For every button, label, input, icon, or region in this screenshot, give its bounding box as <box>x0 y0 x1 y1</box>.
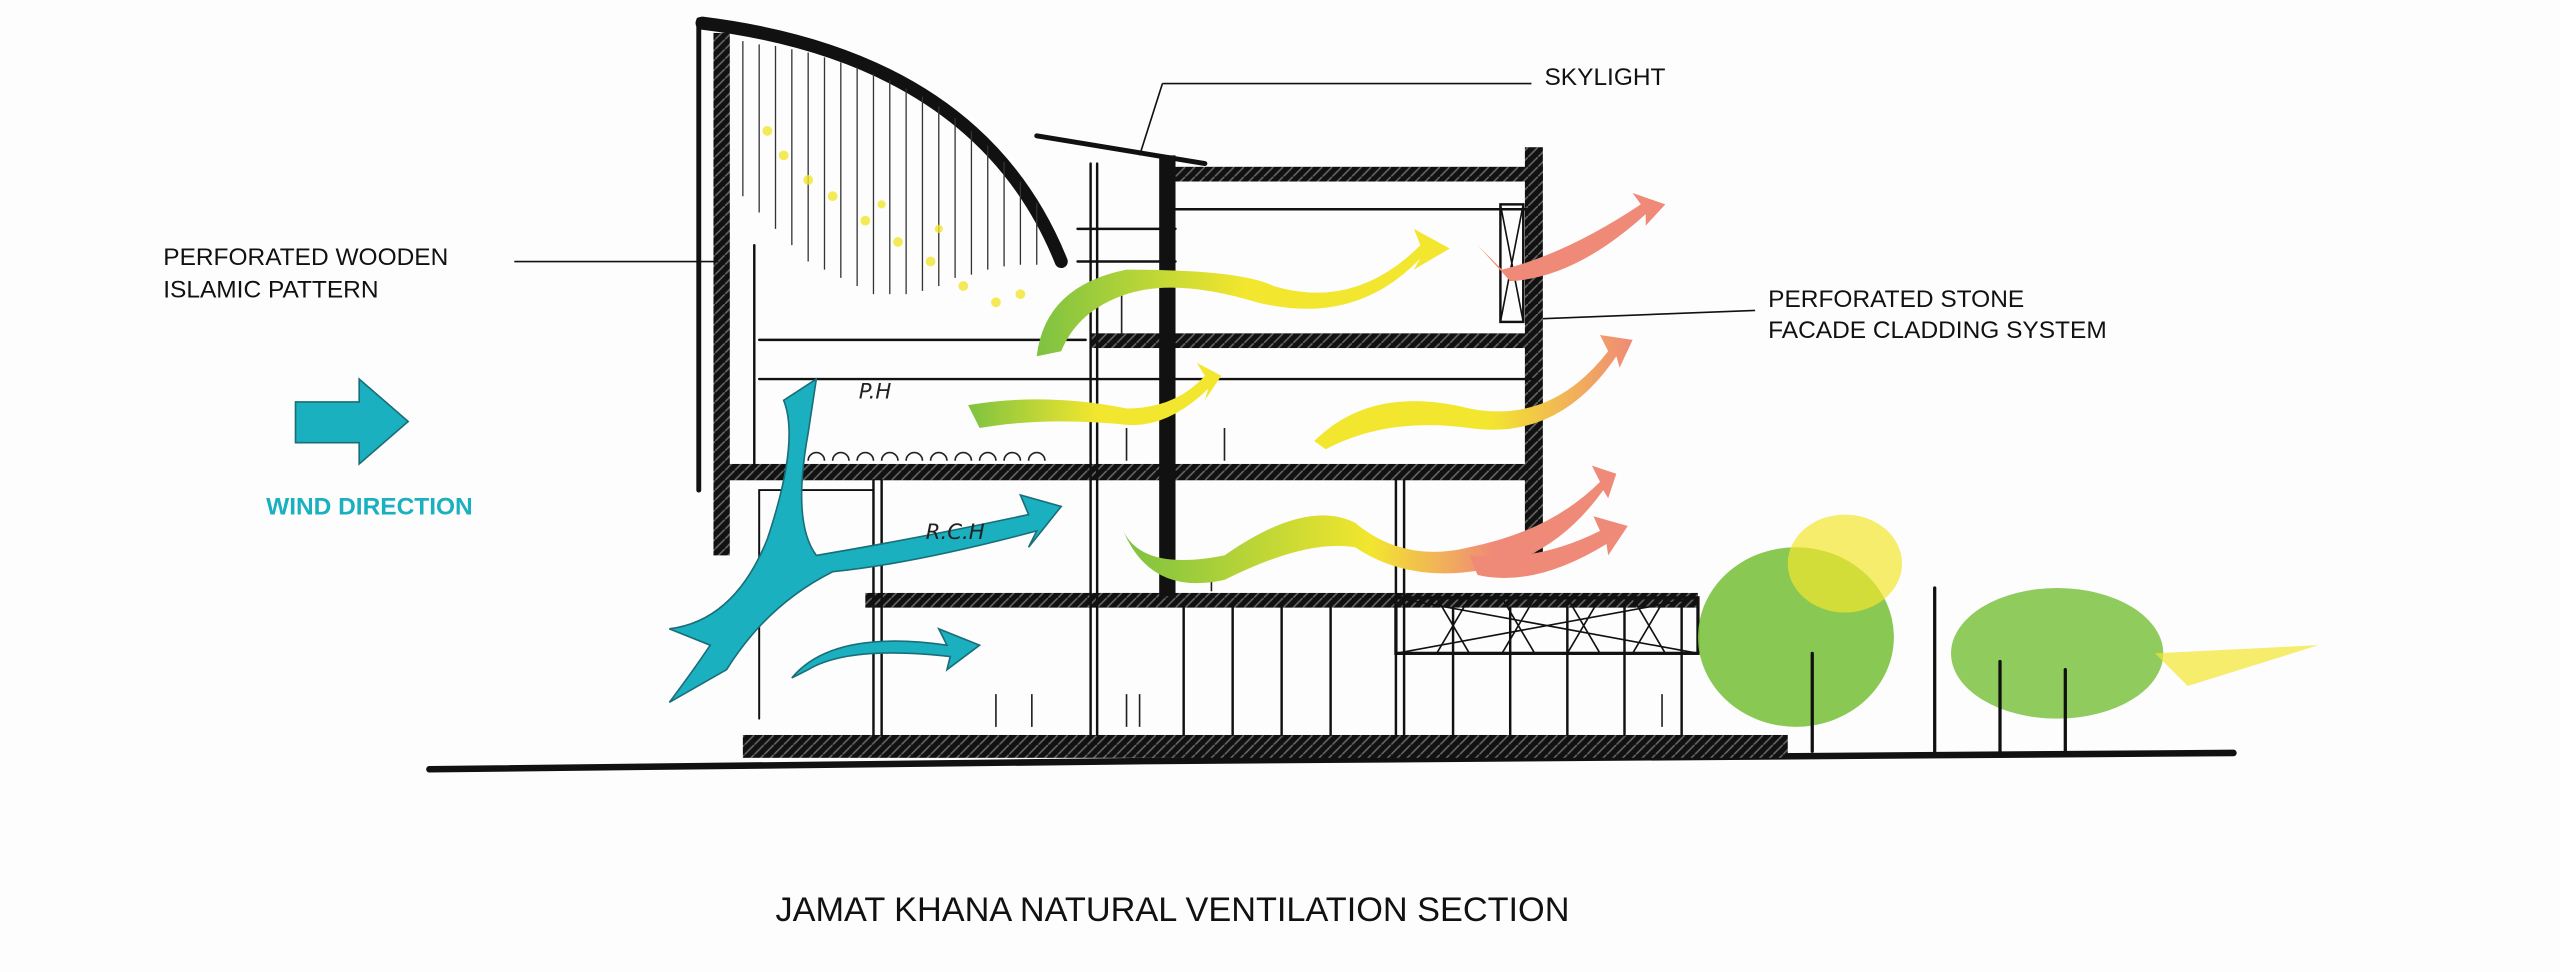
airflow-arrow-mid-left <box>968 362 1222 429</box>
airflow-arrow-lower <box>1123 465 1617 584</box>
leader-skylight <box>1138 82 1532 156</box>
airflow-arrow-mid-right <box>1314 334 1633 450</box>
label-room-ph: P.H <box>859 380 892 405</box>
trees <box>1697 514 2319 753</box>
leader-stone <box>1542 309 1756 320</box>
building-frame <box>726 147 1700 737</box>
label-room-rch: R.C.H <box>926 520 985 545</box>
skylight-glazing <box>1034 133 1208 167</box>
airflow-arrows <box>666 192 1666 704</box>
airflow-arrow-top-out <box>1477 192 1666 282</box>
wind-arrow-teal-low <box>791 627 982 679</box>
ground-line <box>426 749 2237 773</box>
airflow-arrow-lower-out <box>1469 516 1628 578</box>
label-stone-line2: FACADE CLADDING SYSTEM <box>1768 317 2107 344</box>
label-wind-direction: WIND DIRECTION <box>266 494 473 521</box>
people-figures <box>807 294 1663 727</box>
drawing-title: JAMAT KHANA NATURAL VENTILATION SECTION <box>776 891 1570 929</box>
label-stone-line1: PERFORATED STONE <box>1768 286 2024 313</box>
tower <box>695 16 1068 720</box>
label-wooden-line2: ISLAMIC PATTERN <box>163 276 378 303</box>
airflow-arrow-top <box>1036 228 1450 357</box>
wind-direction-arrow-icon <box>294 377 410 466</box>
wind-arrow-teal-main <box>666 377 1063 704</box>
label-wooden-line1: PERFORATED WOODEN <box>163 244 448 271</box>
label-skylight: SKYLIGHT <box>1544 64 1665 91</box>
plinth <box>742 734 1788 758</box>
